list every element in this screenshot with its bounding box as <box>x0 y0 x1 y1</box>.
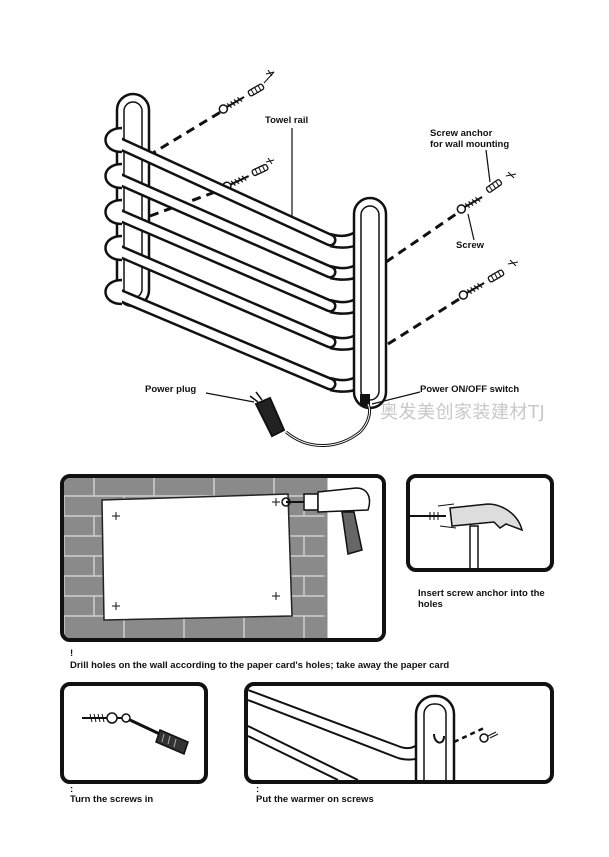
brick-wall-illustration <box>64 478 382 638</box>
screwdriver-icon <box>155 728 189 756</box>
step4-caption: Put the warmer on screws <box>256 794 374 805</box>
towel-rail-diagram <box>104 69 519 447</box>
power-plug-leader <box>205 392 255 403</box>
right-side-bar <box>352 196 388 410</box>
step-mount-panel <box>244 682 554 784</box>
step2-caption: Insert screw anchor into the <box>418 588 545 599</box>
towel-rail-label: Towel rail <box>265 115 309 126</box>
step1-caption: Drill holes on the wall according to the… <box>70 660 450 671</box>
paper-card <box>101 493 293 621</box>
right-screws <box>454 171 519 302</box>
mount-illustration <box>248 689 499 780</box>
hammer-illustration <box>410 503 524 568</box>
screw-anchor-label: Screw anchor <box>430 128 493 139</box>
screw-anchor-label-line2: for wall mounting <box>430 139 510 150</box>
mounting-guide-lines-right <box>385 208 465 346</box>
step-screwdriver-panel <box>60 682 208 784</box>
hole-markers <box>112 498 280 610</box>
power-switch <box>360 394 370 406</box>
screw-anchor-leader <box>485 149 491 183</box>
power-plug-label: Power plug <box>145 384 197 395</box>
left-screws <box>216 69 275 193</box>
step4-marker: : <box>256 784 260 795</box>
step1-marker: ! <box>70 648 74 659</box>
step3-caption: Turn the screws in <box>70 794 154 805</box>
watermark: 奥发美创家装建材TJ <box>380 402 546 423</box>
heating-tubes <box>105 133 337 391</box>
power-switch-leader <box>371 391 421 405</box>
drill-icon <box>281 487 371 555</box>
step-hammer-panel <box>406 474 554 572</box>
left-tube-bends <box>104 126 123 306</box>
step3-marker: : <box>70 784 74 795</box>
step-drill-panel <box>60 474 386 642</box>
hammer-icon <box>449 503 524 532</box>
power-switch-label: Power ON/OFF switch <box>420 384 520 395</box>
power-plug-icon <box>249 391 372 447</box>
step2-caption-line2: holes <box>418 599 443 610</box>
screw-leader <box>467 213 475 241</box>
screwdriver-illustration <box>82 712 189 756</box>
mount-screw-icon <box>479 731 499 743</box>
screw-label: Screw <box>456 240 484 251</box>
